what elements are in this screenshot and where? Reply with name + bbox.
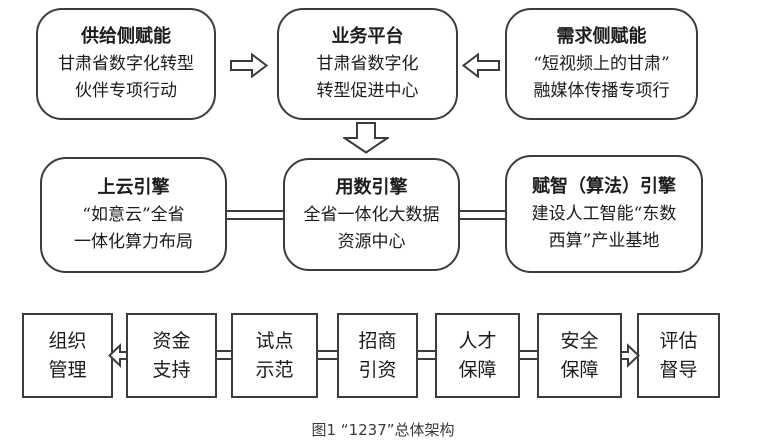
box-text-line: 融媒体传播专项行 [533,81,670,101]
box-text-line: 资源中心 [337,231,406,252]
box-text-line: 甘肃省数字化 [316,54,419,74]
double-line-connector [214,350,233,360]
box-text-line: 支持 [152,358,191,381]
box-text-line: 评估 [659,329,698,352]
box-text-line: 引资 [358,358,397,381]
box-text-line: 伙伴专项行动 [75,81,177,101]
box-investment-attraction: 招商 引资 [337,313,418,398]
box-text-line: “短视频上的甘肃” [533,54,670,74]
box-title: 需求侧赋能 [556,26,647,47]
box-evaluation-supervision: 评估 督导 [637,313,720,398]
box-cloud-engine: 上云引擎 “如意云”全省 一体化算力布局 [40,157,227,273]
box-text-line: 建设人工智能“东数 [531,204,677,224]
box-text-line: 试点 [255,329,294,352]
box-text-line: 资金 [152,329,191,352]
double-line-connector [517,350,539,360]
box-supply-side-empowerment: 供给侧赋能 甘肃省数字化转型 伙伴专项行动 [36,8,216,120]
left-block-arrow-icon [462,53,500,78]
box-talent-support: 人才 保障 [435,313,520,398]
box-text-line: 全省一体化大数据 [303,204,440,225]
figure-caption: 图1 “1237”总体架构 [311,421,455,439]
double-line-connector [415,350,437,360]
box-intelligence-algorithm-engine: 赋智（算法）引擎 建设人工智能“东数 西算”产业基地 [505,155,703,273]
box-text-line: 保障 [560,358,599,381]
box-text-line: 人才 [458,329,497,352]
double-line-connector [458,210,507,220]
box-text-line: “如意云”全省 [82,205,185,225]
box-title: 供给侧赋能 [81,26,171,47]
box-text-line: 安全 [560,329,599,352]
box-pilot-demonstration: 试点 示范 [231,313,318,398]
box-text-line: 保障 [458,358,497,381]
box-title: 赋智（算法）引擎 [532,176,676,197]
box-text-line: 管理 [48,358,87,381]
box-text-line: 示范 [255,358,294,381]
double-line-connector [225,210,285,220]
box-text-line: 甘肃省数字化转型 [58,54,194,74]
box-text-line: 西算”产业基地 [548,231,660,251]
double-line-connector [315,350,339,360]
box-text-line: 一体化算力布局 [74,232,193,252]
box-business-platform: 业务平台 甘肃省数字化 转型促进中心 [277,8,458,120]
box-data-engine: 用数引擎 全省一体化大数据 资源中心 [283,158,460,271]
box-title: 业务平台 [331,26,404,47]
box-text-line: 督导 [659,358,698,381]
box-text-line: 转型促进中心 [316,81,419,101]
box-text-line: 组织 [48,329,87,352]
down-block-arrow-icon [343,122,389,154]
box-title: 上云引擎 [97,177,170,198]
small-left-block-arrow-icon [108,343,128,368]
box-title: 用数引擎 [335,176,408,198]
box-security-support: 安全 保障 [537,313,622,398]
box-demand-side-empowerment: 需求侧赋能 “短视频上的甘肃” 融媒体传播专项行 [505,8,698,120]
box-funding-support: 资金 支持 [126,313,217,398]
box-organization-management: 组织 管理 [22,313,113,398]
small-right-block-arrow-icon [620,343,640,368]
right-block-arrow-icon [230,53,268,78]
box-text-line: 招商 [358,329,397,352]
